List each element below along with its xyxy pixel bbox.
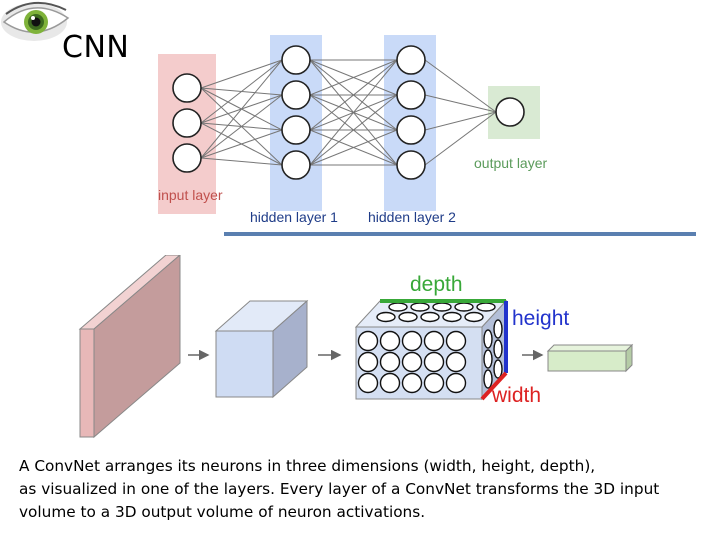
hidden-volume-1 <box>214 299 309 399</box>
neuron <box>445 351 467 373</box>
connection-edge <box>309 59 398 96</box>
caption-line-2: as visualized in one of the layers. Ever… <box>19 480 660 498</box>
neuron <box>410 302 430 312</box>
connection-edge <box>309 129 398 166</box>
neuron <box>172 108 202 138</box>
neuron <box>454 302 474 312</box>
neuron <box>423 330 445 352</box>
layer-label-output: output layer <box>474 155 547 171</box>
width-label: width <box>491 384 541 407</box>
neuron <box>388 302 408 312</box>
neuron <box>476 302 496 312</box>
neuron <box>398 311 418 323</box>
neuron <box>396 45 426 75</box>
connection-edge <box>200 157 283 166</box>
depth-label: depth <box>410 273 463 296</box>
neuron <box>172 143 202 173</box>
connection-edge <box>309 59 398 131</box>
connection-edge <box>424 59 497 113</box>
neuron <box>396 150 426 180</box>
neuron <box>423 372 445 394</box>
eye-icon <box>1 1 70 41</box>
convnet-volumes-diagram: depth height width <box>78 255 634 439</box>
neuron <box>376 311 396 323</box>
output-volume <box>546 343 634 373</box>
neuron <box>420 311 440 323</box>
section-divider <box>224 232 696 236</box>
neuron <box>401 351 423 373</box>
neuron <box>432 302 452 312</box>
neuron <box>483 329 493 349</box>
neural-network-diagram: input layer hidden layer 1 hidden layer … <box>158 35 547 225</box>
layer-label-hidden-2: hidden layer 2 <box>368 209 456 225</box>
connection-edge <box>200 129 283 159</box>
neuron <box>281 115 311 145</box>
neuron <box>379 372 401 394</box>
neuron <box>442 311 462 323</box>
connection-edge <box>424 111 497 131</box>
caption-line-1: A ConvNet arranges its neurons in three … <box>19 457 596 475</box>
neuron <box>357 351 379 373</box>
connection-edge <box>309 59 398 166</box>
neuron <box>379 351 401 373</box>
neuron <box>483 349 493 369</box>
neuron <box>396 80 426 110</box>
slide-caption: A ConvNet arranges its neurons in three … <box>19 455 709 524</box>
connection-edge <box>309 94 398 166</box>
neuron <box>281 80 311 110</box>
neuron <box>445 330 467 352</box>
width-edge <box>480 371 508 401</box>
volume-neurons <box>357 302 503 394</box>
neuron <box>396 115 426 145</box>
connection-edge <box>200 59 283 159</box>
connection-edge <box>424 94 497 113</box>
neuron <box>483 369 493 389</box>
neuron <box>423 351 445 373</box>
connection-edge <box>200 94 283 159</box>
neuron <box>357 372 379 394</box>
neuron <box>401 372 423 394</box>
neuron <box>379 330 401 352</box>
connection-edge <box>200 59 283 124</box>
connection-edge <box>424 111 497 166</box>
neuron <box>357 330 379 352</box>
layer-label-hidden-1: hidden layer 1 <box>250 209 338 225</box>
neuron <box>281 45 311 75</box>
neuron <box>493 319 503 339</box>
neuron <box>172 73 202 103</box>
neuron <box>464 311 484 323</box>
neuron <box>281 150 311 180</box>
caption-line-3: volume to a 3D output volume of neuron a… <box>19 503 426 521</box>
input-volume <box>78 255 181 439</box>
neuron <box>493 339 503 359</box>
neuron <box>493 359 503 379</box>
layer-label-input: input layer <box>158 187 223 203</box>
connection-edge <box>200 59 283 89</box>
neuron <box>495 97 525 127</box>
slide-title: CNN <box>62 30 130 65</box>
height-label: height <box>512 307 569 330</box>
hidden-volume-2 <box>354 299 508 401</box>
neuron <box>445 372 467 394</box>
neuron <box>401 330 423 352</box>
